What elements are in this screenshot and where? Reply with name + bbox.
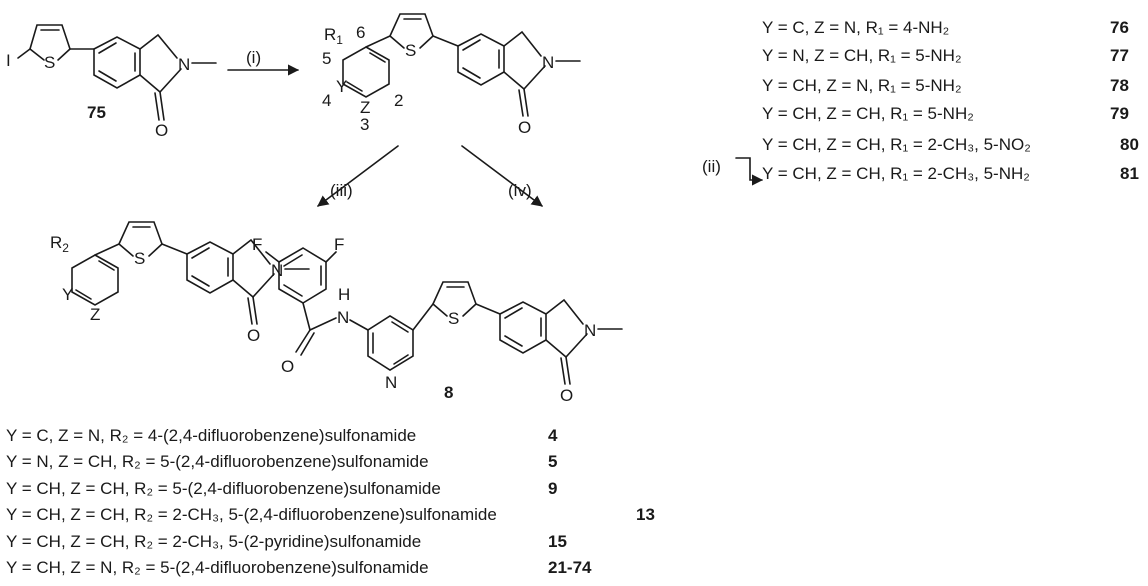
sulfur-atom: S bbox=[44, 53, 55, 72]
compound-id-78: 78 bbox=[1110, 76, 1129, 95]
fluorine-atom: F bbox=[252, 235, 262, 254]
r2-table-row-9: Y = CH, Z = CH, R₂ = 5-(2,4-difluorobenz… bbox=[6, 479, 441, 498]
compound-8-structure bbox=[265, 247, 623, 385]
oxygen-atom: O bbox=[518, 118, 531, 137]
nitrogen-atom: N bbox=[385, 373, 397, 392]
r2-table-row-13: Y = CH, Z = CH, R₂ = 2-CH₃, 5-(2,4-diflu… bbox=[6, 505, 497, 524]
compound-id-80: 80 bbox=[1120, 135, 1139, 154]
compound-75-structure bbox=[17, 24, 217, 121]
compound-id-5: 5 bbox=[548, 452, 558, 471]
reagent-label-i: (i) bbox=[246, 48, 261, 67]
fluorine-atom: F bbox=[334, 235, 344, 254]
nitrogen-atom: N bbox=[178, 55, 190, 74]
r2-substituent: R2 bbox=[50, 233, 69, 255]
ring-position-3: 3 bbox=[360, 115, 369, 134]
nitrogen-atom: N bbox=[337, 308, 349, 327]
r2-table-row-15: Y = CH, Z = CH, R₂ = 2-CH₃, 5-(2-pyridin… bbox=[6, 532, 422, 551]
r2-table-row-5: Y = N, Z = CH, R₂ = 5-(2,4-difluorobenze… bbox=[6, 452, 429, 471]
r1-table-row-79: Y = CH, Z = CH, R₁ = 5-NH₂ bbox=[762, 104, 974, 123]
ring-position-5: 5 bbox=[322, 49, 331, 68]
oxygen-atom: O bbox=[560, 386, 573, 405]
reagent-label-iv: (iv) bbox=[508, 181, 532, 200]
reaction-arrow-iv bbox=[461, 145, 543, 207]
sulfur-atom: S bbox=[448, 309, 459, 328]
r1-table-row-80: Y = CH, Z = CH, R₁ = 2-CH₃, 5-NO₂ bbox=[762, 135, 1031, 154]
compound-id-21-74: 21-74 bbox=[548, 558, 592, 577]
compound-id-77: 77 bbox=[1110, 46, 1129, 65]
compound-id-15: 15 bbox=[548, 532, 567, 551]
nitrogen-atom: N bbox=[584, 321, 596, 340]
compound-id-4: 4 bbox=[548, 426, 558, 445]
ring-position-4: 4 bbox=[322, 91, 331, 110]
sulfur-atom: S bbox=[134, 249, 145, 268]
iodine-atom: I bbox=[6, 51, 11, 70]
compound-id-79: 79 bbox=[1110, 104, 1129, 123]
reaction-arrow-iii bbox=[317, 145, 399, 207]
compound-label-75: 75 bbox=[87, 103, 106, 122]
r1-substituent: R1 bbox=[324, 25, 343, 47]
compound-id-9: 9 bbox=[548, 479, 558, 498]
y-atom: Y bbox=[336, 77, 347, 96]
sulfonamide-product-structure bbox=[71, 221, 310, 325]
y-atom: Y bbox=[62, 285, 73, 304]
r1-table-row-81: Y = CH, Z = CH, R₁ = 2-CH₃, 5-NH₂ bbox=[762, 164, 1030, 183]
ring-position-6: 6 bbox=[356, 23, 365, 42]
compound-label-8: 8 bbox=[444, 383, 453, 402]
reagent-label-iii: (iii) bbox=[330, 181, 353, 200]
nitrogen-atom: N bbox=[542, 53, 554, 72]
r1-table-row-76: Y = C, Z = N, R₁ = 4-NH₂ bbox=[762, 18, 950, 37]
compound-id-76: 76 bbox=[1110, 18, 1129, 37]
intermediate-structure bbox=[342, 13, 581, 117]
reaction-arrow-ii bbox=[735, 157, 764, 186]
z-atom: Z bbox=[90, 305, 100, 324]
r2-table-row-4: Y = C, Z = N, R₂ = 4-(2,4-difluorobenzen… bbox=[6, 426, 417, 445]
hydrogen-atom: H bbox=[338, 285, 350, 304]
oxygen-atom: O bbox=[155, 121, 168, 140]
ring-position-2: 2 bbox=[394, 91, 403, 110]
oxygen-atom: O bbox=[247, 326, 260, 345]
nitrogen-atom: N bbox=[271, 261, 283, 280]
r1-table-row-78: Y = CH, Z = N, R₁ = 5-NH₂ bbox=[762, 76, 962, 95]
z-atom: Z bbox=[360, 98, 370, 117]
compound-id-13: 13 bbox=[636, 505, 655, 524]
r1-table-row-77: Y = N, Z = CH, R₁ = 5-NH₂ bbox=[762, 46, 962, 65]
oxygen-atom: O bbox=[281, 357, 294, 376]
sulfur-atom: S bbox=[405, 41, 416, 60]
reagent-label-ii: (ii) bbox=[702, 157, 721, 176]
compound-id-81: 81 bbox=[1120, 164, 1139, 183]
r2-table-row-21-74: Y = CH, Z = N, R₂ = 5-(2,4-difluorobenze… bbox=[6, 558, 429, 577]
